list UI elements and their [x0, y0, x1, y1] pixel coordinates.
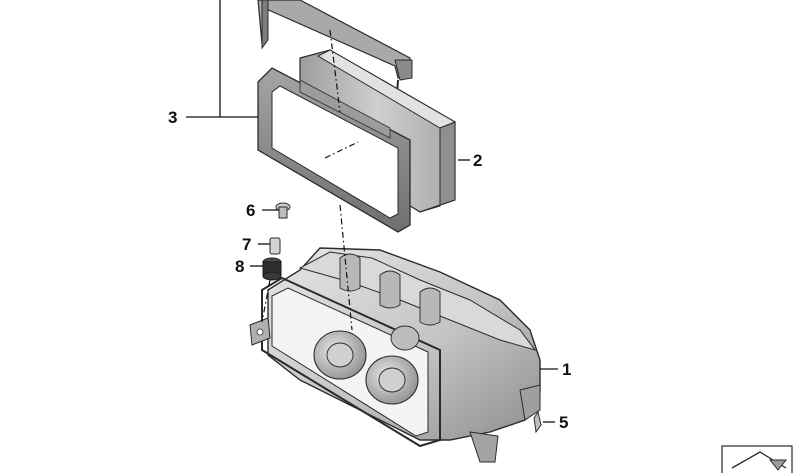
parts-catalog-symbol-icon — [721, 445, 793, 473]
air-filter-housing — [249, 247, 541, 463]
callout-5: 5 — [559, 413, 568, 432]
callout-labels: 3 2 6 7 8 1 5 — [168, 108, 571, 432]
clip-part — [533, 410, 542, 434]
assembly-lines — [261, 29, 359, 331]
cover-part — [257, 0, 413, 141]
callout-1: 1 — [562, 360, 571, 379]
callout-2: 2 — [473, 151, 482, 170]
callout-6: 6 — [246, 201, 255, 220]
leader-lines — [186, 0, 558, 423]
bolt-part — [275, 202, 291, 219]
sleeve-part — [269, 237, 281, 255]
rubber-mount-part — [262, 257, 282, 281]
callout-3: 3 — [168, 108, 177, 127]
callout-7: 7 — [242, 235, 251, 254]
callout-8: 8 — [235, 257, 244, 276]
frame-part — [257, 67, 411, 233]
